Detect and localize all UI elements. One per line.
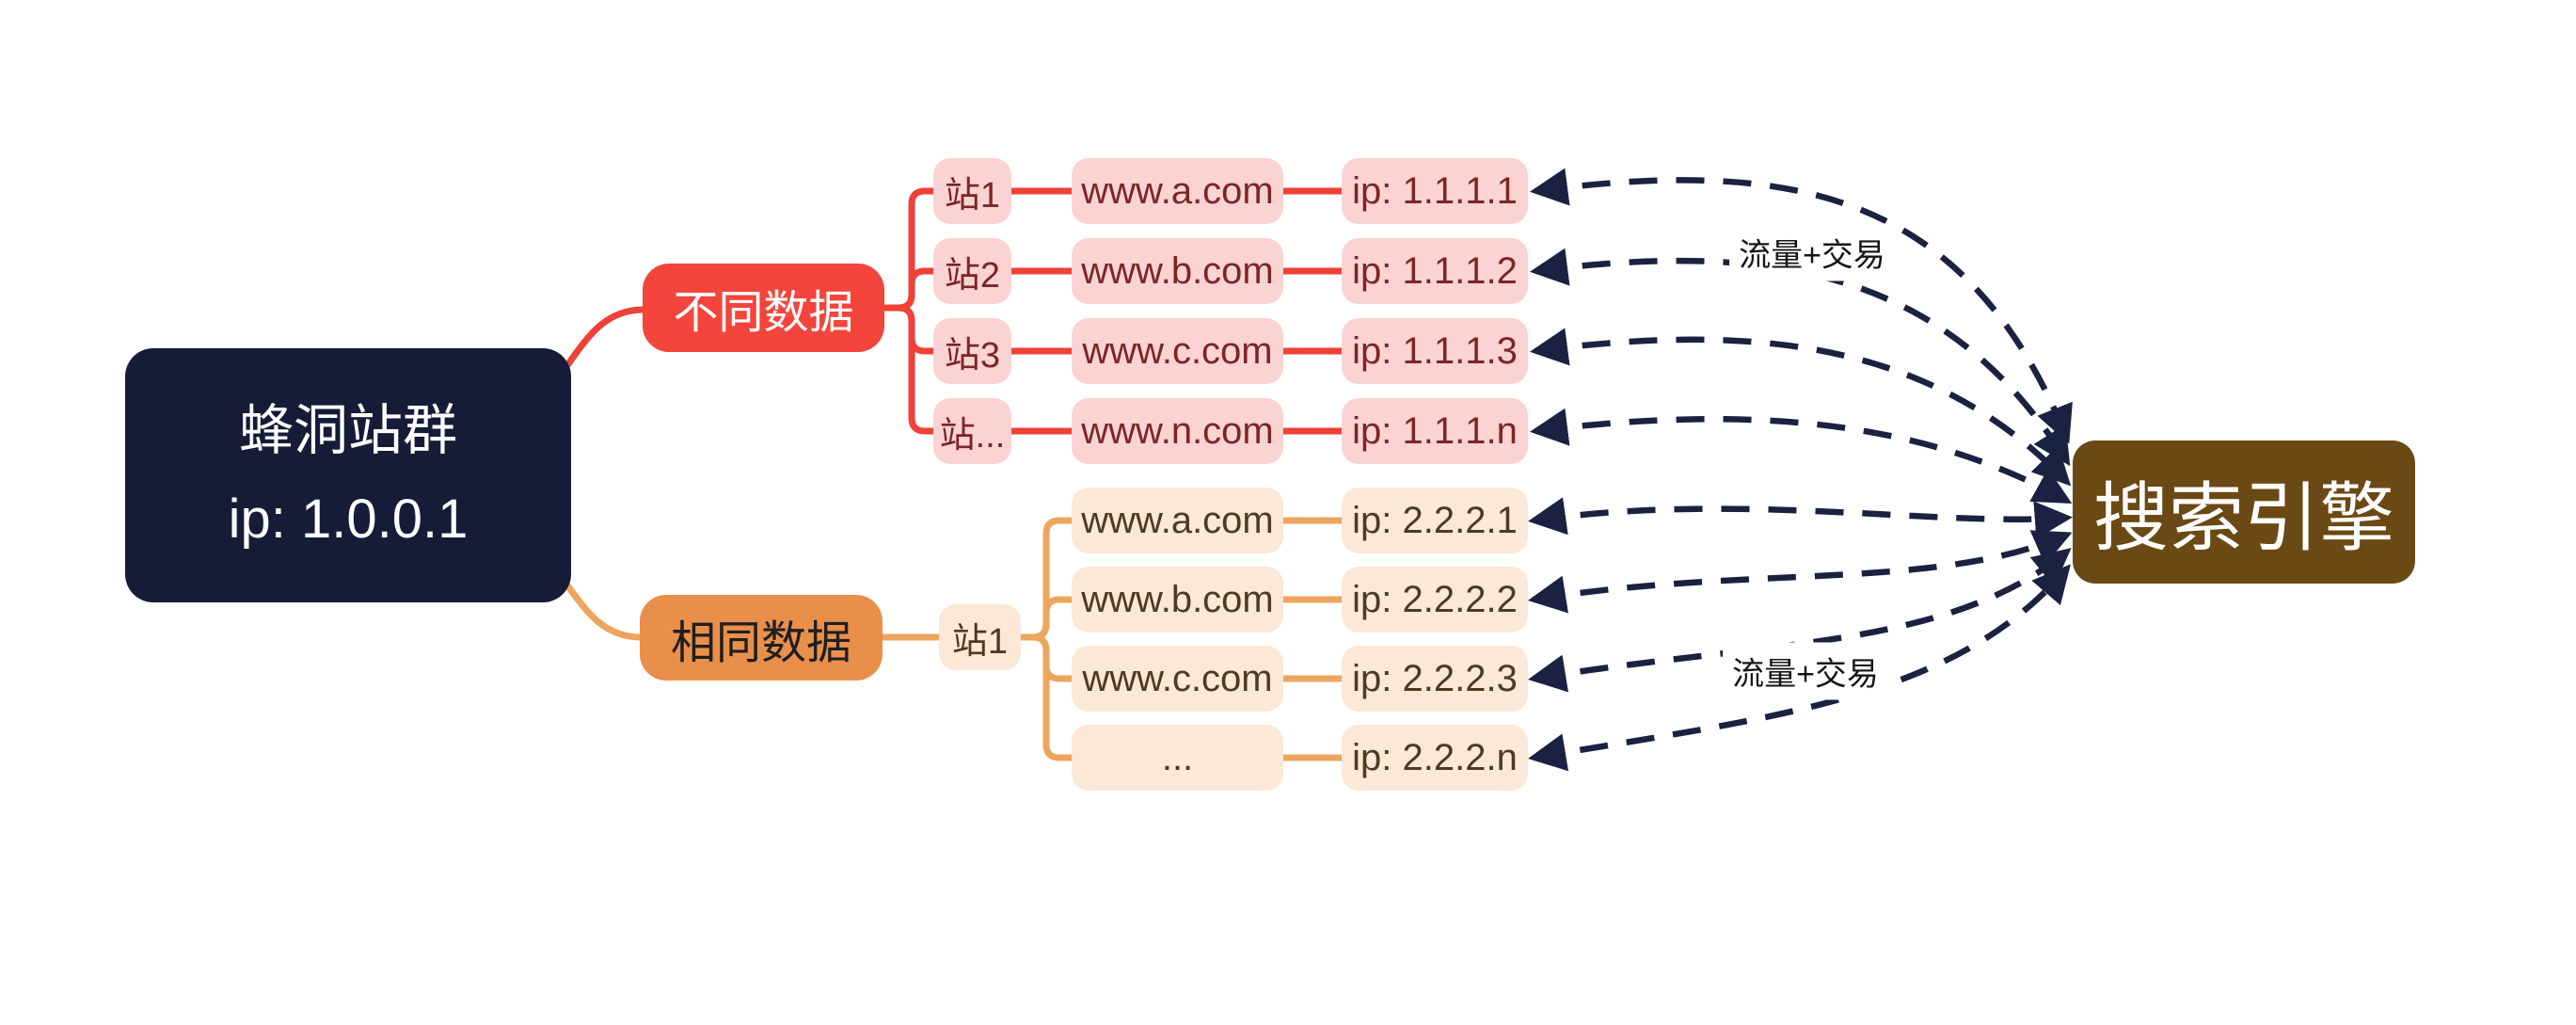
node-ip-1-1-1-2[interactable]: ip: 1.1.1.2 (1342, 238, 1528, 304)
arrow-ip6-engine (1528, 530, 2073, 614)
arrow-ip1-engine (1530, 168, 2073, 444)
node-domain-b2[interactable]: www.b.com (1072, 567, 1283, 633)
connector-site-domain8 (1017, 633, 1075, 761)
node-ip-1-1-1-3[interactable]: ip: 1.1.1.3 (1342, 318, 1528, 384)
flow-label-top[interactable]: 流量+交易 (1729, 223, 1895, 281)
connector-root-same (557, 572, 644, 641)
node-same-site-1[interactable]: 站1 (939, 604, 1021, 670)
branch-same-data[interactable]: 相同数据 (640, 595, 883, 681)
node-ip-1-1-1-1[interactable]: ip: 1.1.1.1 (1342, 158, 1528, 224)
root-subtitle: ip: 1.0.0.1 (228, 488, 469, 550)
node-ip-1-1-1-n[interactable]: ip: 1.1.1.n (1342, 398, 1528, 464)
flow-label-bottom[interactable]: 流量+交易 (1723, 642, 1888, 700)
branch-different-data[interactable]: 不同数据 (643, 264, 884, 352)
node-domain-ellipsis[interactable]: ... (1072, 725, 1283, 791)
arrow-ip4-engine (1530, 408, 2073, 504)
node-site-2[interactable]: 站2 (933, 238, 1011, 304)
node-domain-a2[interactable]: www.a.com (1072, 488, 1283, 553)
node-site-3[interactable]: 站3 (933, 318, 1011, 384)
node-site-n[interactable]: 站... (933, 398, 1011, 464)
connector-different-site4 (881, 304, 937, 435)
node-ip-2-2-2-n[interactable]: ip: 2.2.2.n (1342, 725, 1528, 791)
arrow-ip2-engine (1530, 248, 2071, 467)
node-domain-a1[interactable]: www.a.com (1072, 158, 1283, 224)
search-engine-node[interactable]: 搜索引擎 (2073, 440, 2415, 584)
node-ip-2-2-2-1[interactable]: ip: 2.2.2.1 (1342, 488, 1528, 553)
arrow-ip8-engine (1528, 564, 2071, 772)
arrow-ip5-engine (1528, 497, 2074, 539)
node-domain-c1[interactable]: www.c.com (1072, 318, 1283, 384)
root-node[interactable]: 蜂洞站群 ip: 1.0.0.1 (125, 348, 571, 602)
root-title: 蜂洞站群 (238, 400, 457, 462)
connector-site-domain6 (1017, 596, 1075, 641)
connector-root-different (557, 306, 647, 378)
node-domain-n1[interactable]: www.n.com (1072, 398, 1283, 464)
node-domain-c2[interactable]: www.c.com (1072, 646, 1283, 712)
node-domain-b1[interactable]: www.b.com (1072, 238, 1283, 304)
node-site-1[interactable]: 站1 (933, 158, 1011, 224)
node-ip-2-2-2-3[interactable]: ip: 2.2.2.3 (1342, 646, 1528, 712)
node-ip-2-2-2-2[interactable]: ip: 2.2.2.2 (1342, 567, 1528, 633)
